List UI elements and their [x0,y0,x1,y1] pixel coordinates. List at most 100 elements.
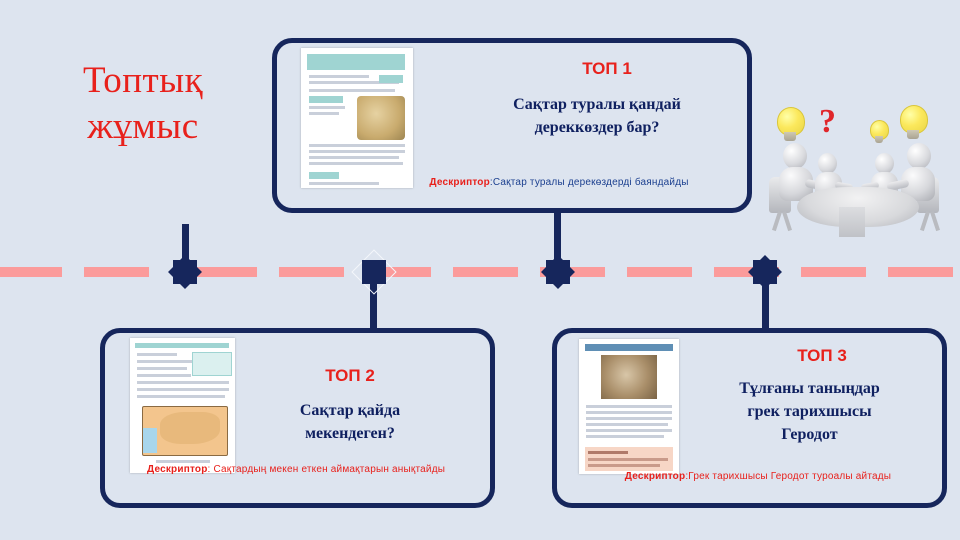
divider-rail [0,267,960,277]
thumb-text-line [137,388,229,391]
thumb-text-line [309,150,405,153]
group-3-title: ТОП 3 [797,346,847,365]
team-meeting-illustration: ? [757,103,957,240]
rail-dash [0,267,62,277]
thumb-text-line [588,464,660,467]
connector-stem-group-3 [762,268,769,330]
descriptor-separator: : [685,471,689,482]
person-head [818,153,837,174]
thumb-text-line [309,156,399,159]
descriptor-text: Грек тарихшысы Геродот туроалы айтады [688,471,892,482]
rail-dash [714,267,779,277]
bulb-base [907,130,919,139]
rail-marker-1 [168,255,202,289]
idea-bulb-icon [900,105,928,140]
table-leg [839,207,865,237]
thumb-text-line [137,374,191,377]
idea-bulb-icon [777,107,805,141]
thumb-text-line [309,89,395,92]
rail-marker-2 [351,249,397,295]
group-1-descriptor: Дескриптор:Сақтар туралы дерекөздерді ба… [369,176,749,190]
rail-marker-3 [541,255,575,289]
descriptor-text: Сақтардың мекен еткен аймақтарын анықтай… [213,464,446,475]
descriptor-separator: : [207,464,214,475]
group-card-2[interactable]: ТОП 2 Сақтар қайда мекендеген? Дескрипто… [100,328,495,508]
group-1-title: ТОП 1 [582,59,632,78]
thumb-callout [192,352,232,376]
thumb-text-line [588,458,668,461]
thumb-artifact-image [357,96,405,140]
thumb-map-landmass [160,412,220,444]
rail-dash [888,267,953,277]
group-card-3[interactable]: ТОП 3 Тұлғаны таныңдар грек тарихшысы Ге… [552,328,947,508]
group-3-thumbnail [579,339,679,474]
marker-square [173,260,197,284]
bulb-base [784,132,796,141]
bulb-base [874,136,883,143]
group-2-title: ТОП 2 [325,366,375,385]
group-3-descriptor: Дескриптор:Грек тарихшысы Геродот туроал… [573,470,943,484]
thumb-portrait-image [601,355,657,399]
thumb-text-line [309,162,403,165]
connector-stem-group-2 [370,268,377,328]
thumb-footer-tag [309,172,339,179]
chair-leg [930,210,940,232]
thumb-header-bar [585,344,673,351]
thumb-subhead [309,96,343,103]
rail-dash [279,267,344,277]
marker-square [546,260,570,284]
marker-square [362,260,386,284]
rail-dash [84,267,149,277]
group-2-thumbnail [130,338,235,473]
question-mark-icon: ? [819,103,836,140]
chair-leg [920,210,930,232]
thumb-text-line [309,81,399,84]
thumb-text-line [586,429,672,432]
rail-marker-4 [748,255,782,289]
thumb-text-line [309,144,405,147]
thumb-header-bar [307,54,405,70]
thumb-text-line [309,112,339,115]
connector-stem-left [182,224,189,276]
thumb-text-line [586,423,668,426]
group-2-question: Сақтар қайда мекендеген? [299,402,401,442]
idea-bulb-icon [870,120,889,143]
thumb-text-line [137,367,187,370]
group-3-question: Тұлғаны таныңдар грек тарихшысы Геродот [739,380,880,443]
rail-dash [366,267,431,277]
marker-square [753,260,777,284]
thumb-text-line [586,411,672,414]
thumb-caption-line [156,460,210,463]
rail-dash [192,267,257,277]
group-card-1[interactable]: ТОП 1 Сақтар туралы қандай дереккөздер б… [272,38,752,213]
group-2-descriptor: Дескриптор: Сақтардың мекен еткен аймақт… [147,463,477,477]
rail-dash [627,267,692,277]
thumb-text-line [137,395,225,398]
group-1-thumbnail [301,48,413,188]
thumb-tag [379,75,403,83]
chair-leg [772,210,782,232]
thumb-text-line [588,451,628,454]
thumb-text-line [309,106,345,109]
page-title: Топтық жұмыс [82,60,204,147]
thumb-text-line [586,405,672,408]
connector-stem-group-1 [554,212,561,276]
thumb-text-line [137,353,177,356]
descriptor-text: Сақтар туралы дерекөздерді баяндайды [492,177,689,188]
chair-leg [782,210,792,232]
thumb-text-line [309,182,379,185]
descriptor-separator: : [489,177,493,188]
descriptor-label: Дескриптор [429,177,490,188]
thumb-text-line [586,417,672,420]
thumb-text-line [137,381,229,384]
descriptor-label: Дескриптор [624,471,686,482]
bulb-glass [900,105,928,134]
person-head [875,153,894,174]
thumb-text-line [309,75,369,78]
thumb-text-line [586,435,664,438]
rail-dash [453,267,518,277]
rail-dash [801,267,866,277]
thumb-header-bar [135,343,229,348]
person-head [907,143,931,169]
